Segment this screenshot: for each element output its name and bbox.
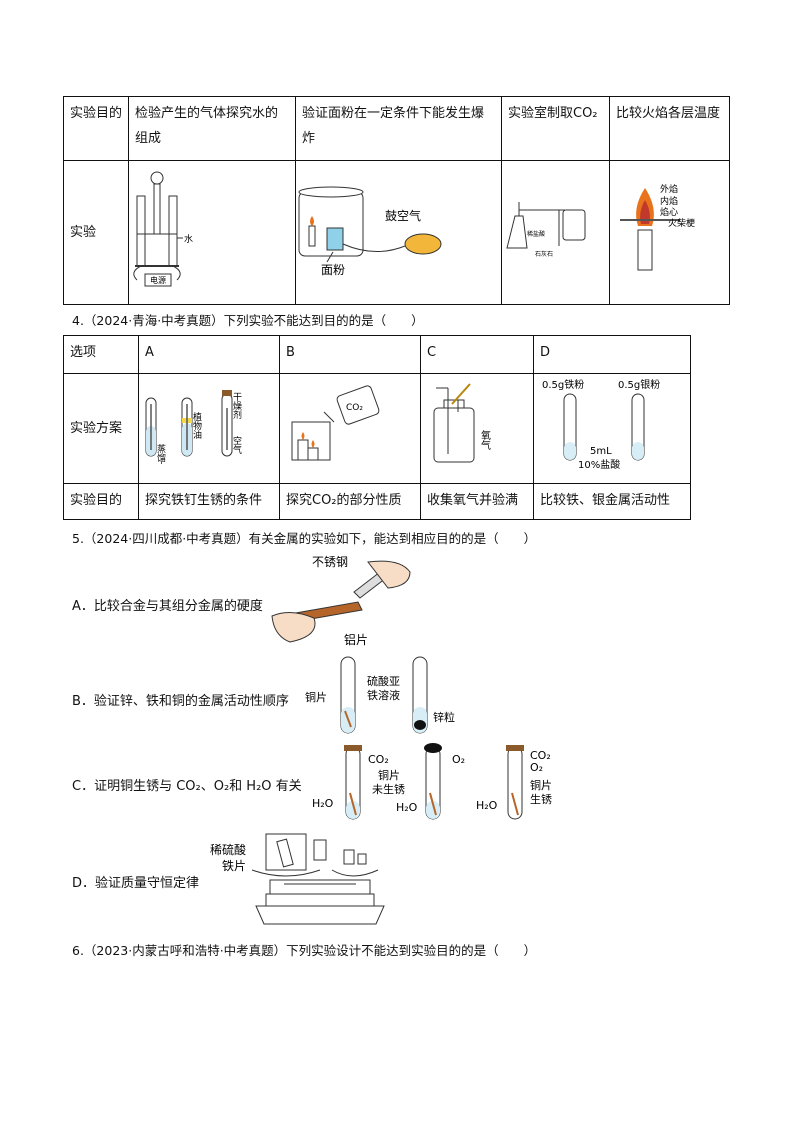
cell-purpose-3: 实验室制取CO₂	[501, 96, 610, 161]
q4-oxygen-C: 氧气	[433, 383, 491, 463]
ag-powder-label: 0.5g银粉	[618, 378, 660, 391]
q5-fig-C: CO₂ H₂O 铜片 未生锈 O₂ H₂O CO₂ O₂ 铜片 生锈 H₂O	[312, 743, 552, 820]
feso4-label-1: 硫酸亚	[367, 674, 400, 688]
oil-label: 植物油	[191, 411, 202, 440]
q5-stem: 5.（2024·四川成都·中考真题）有关金属的实验如下，能达到相应目的的是（ ）	[72, 531, 537, 546]
co2-label-q4: CO₂	[346, 403, 363, 413]
h2o-label-c1: H₂O	[312, 797, 334, 810]
al-plate-label: 铝片	[344, 632, 368, 647]
outer-flame-label: 外焰	[660, 183, 678, 195]
q4-purpose-D: 比较铁、银金属活动性	[533, 483, 691, 520]
co2-label-c3: CO₂	[530, 749, 551, 762]
desiccant-label: 干燥剂	[231, 392, 242, 420]
o2-label-c3: O₂	[530, 761, 543, 774]
hcl-label: 10%盐酸	[578, 458, 620, 470]
limestone-label: 石灰石	[535, 250, 553, 258]
inner-flame-label: 内焰	[660, 195, 678, 207]
q6-stem: 6.（2023·内蒙古呼和浩特·中考真题）下列实验设计不能达到实验目的的是（ ）	[72, 943, 537, 958]
rust-label: 生锈	[530, 792, 552, 806]
q4-co2-B: CO₂	[291, 385, 380, 461]
q4-purpose-A: 探究铁钉生锈的条件	[138, 483, 280, 520]
norust-label: 未生锈	[372, 782, 405, 796]
flame-figure: 外焰 内焰 焰心 火柴梗	[620, 183, 695, 271]
flour-label: 面粉	[321, 263, 345, 277]
q4-fig-D	[533, 373, 691, 484]
fe-plate-label: 铁片	[222, 859, 246, 873]
cell-purpose-4: 比较火焰各层温度	[609, 96, 730, 161]
electrolysis-figure: 水 电源	[133, 171, 193, 287]
cu-label-c3: 铜片	[530, 778, 552, 792]
h2o-label-c2: H₂O	[396, 801, 418, 814]
q4-header-A: A	[138, 335, 280, 374]
cu-plate-label: 铜片	[305, 690, 327, 704]
zn-label: 锌粒	[433, 710, 455, 724]
q4-metal-D: 0.5g铁粉 0.5g银粉 5mL 10%盐酸	[542, 378, 660, 470]
power-label: 电源	[150, 275, 166, 285]
cell-fig-flame	[609, 160, 730, 305]
volume-label: 5mL	[590, 446, 612, 457]
q5-fig-B: 铜片 硫酸亚 铁溶液 锌粒	[305, 656, 455, 734]
q5-option-C[interactable]: C．证明铜生锈与 CO₂、O₂和 H₂O 有关	[72, 779, 302, 794]
o2-label-c2: O₂	[452, 753, 465, 766]
distilled-water-label: 蒸馏水	[155, 443, 166, 464]
flour-explosion-figure: 鼓空气 面粉	[298, 186, 442, 277]
q4-purpose-C: 收集氧气并验满	[420, 483, 534, 520]
water-label: 水	[184, 233, 193, 245]
air-label-q4: 空气	[231, 435, 242, 454]
q4-header-B: B	[279, 335, 421, 374]
q4-purpose-label: 实验目的	[63, 483, 139, 520]
match-label: 火柴梗	[668, 217, 695, 229]
core-flame-label: 焰心	[660, 206, 678, 218]
cu-label-c: 铜片	[378, 768, 400, 782]
h2o-label-c3: H₂O	[476, 799, 498, 812]
acid-label: 稀盐酸	[527, 230, 545, 238]
q4-header-D: D	[533, 335, 691, 374]
q4-scheme-label: 实验方案	[63, 373, 139, 484]
fe-powder-label: 0.5g铁粉	[542, 378, 584, 391]
steel-label: 不锈钢	[312, 555, 348, 569]
q4-header-option: 选项	[63, 335, 139, 374]
cell-purpose-2: 验证面粉在一定条件下能发生爆炸	[295, 96, 502, 161]
q5-option-A[interactable]: A．比较合金与其组分金属的硬度	[72, 599, 263, 614]
q4-stem: 4.（2024·青海·中考真题）下列实验不能达到目的的是（ ）	[72, 313, 424, 328]
cell-purpose-1: 检验产生的气体探究水的组成	[128, 96, 296, 161]
q4-header-C: C	[420, 335, 534, 374]
cell-purpose-label: 实验目的	[63, 96, 129, 161]
q5-option-B[interactable]: B．验证锌、铁和铜的金属活动性顺序	[72, 694, 289, 709]
h2so4-label: 稀硫酸	[210, 842, 246, 857]
q4-table: 选项 A B C D 实验方案 实验目的 探究铁钉生锈的条件 探究CO₂的部分性…	[63, 335, 691, 520]
q4-purpose-B: 探究CO₂的部分性质	[279, 483, 421, 520]
co2-apparatus-figure: 稀盐酸 石灰石	[506, 202, 586, 258]
q5-option-D[interactable]: D．验证质量守恒定律	[72, 876, 200, 891]
q5-fig-A: 不锈钢 铝片	[271, 555, 411, 647]
cell-experiment-label: 实验	[63, 160, 129, 305]
oxygen-label: 氧气	[479, 429, 491, 450]
q5-fig-D: 稀硫酸 铁片	[210, 833, 385, 925]
feso4-label-2: 铁溶液	[367, 688, 400, 702]
co2-label-c1: CO₂	[368, 753, 389, 766]
air-label: 鼓空气	[385, 208, 421, 223]
q4-tubes-A: 蒸馏水 植物油 干燥剂 空气	[145, 390, 242, 464]
